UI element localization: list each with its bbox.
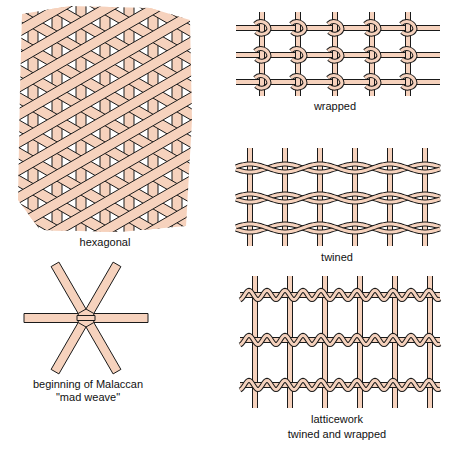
twined-strand-outline (236, 164, 440, 172)
weave-label: beginning of Malaccan "mad weave" (26, 378, 151, 404)
wrap-loop-outline (365, 49, 379, 62)
wrap-loop (365, 49, 379, 62)
weave-label: twined and wrapped (288, 428, 386, 441)
twined-strand (236, 164, 440, 172)
twined-strand-outline (236, 194, 440, 202)
lattice-wrap (240, 290, 440, 300)
twined-strand-outline (236, 164, 440, 172)
hex-strip (0, 0, 262, 172)
wrap-loop-outline (401, 22, 415, 35)
mad-knot-strip (77, 316, 95, 321)
wrap-loop-outline (255, 49, 269, 62)
hex-strip (0, 0, 226, 110)
wrap-loop (328, 76, 342, 89)
weave-label: latticework (311, 413, 363, 426)
twined-strand (236, 224, 440, 232)
wrap-loop-outline (255, 22, 269, 35)
wrapped-weave (236, 12, 440, 96)
twined-strand (236, 164, 440, 172)
weave-label: hexagonal (80, 236, 131, 249)
wrap-loop (401, 22, 415, 35)
wrap-loop-outline (401, 49, 415, 62)
lattice-wrap (240, 335, 440, 345)
wrap-loop-outline (291, 22, 305, 35)
twined-strand (236, 194, 440, 202)
hex-strip (220, 0, 230, 340)
wrap-loop-outline (291, 76, 305, 89)
wrap-loop-outline (291, 49, 305, 62)
wrap-loop-outline (365, 22, 379, 35)
wrap-loop-outline (401, 76, 415, 89)
twined-strand-outline (236, 224, 440, 232)
wrap-loop (328, 49, 342, 62)
wrap-loop (401, 76, 415, 89)
wrap-loop (328, 22, 342, 35)
twined-strand-outline (236, 224, 440, 232)
hex-strip (0, 0, 238, 130)
lattice-wrap-outline (240, 380, 440, 390)
lattice-wrap-outline (240, 290, 440, 300)
hex-strip (196, 0, 206, 340)
twined-strand (236, 224, 440, 232)
wrap-loop (255, 22, 269, 35)
wrap-loop (291, 22, 305, 35)
wrap-loop-outline (328, 49, 342, 62)
twined-strand (236, 194, 440, 202)
wrap-loop (291, 76, 305, 89)
wrap-loop (255, 49, 269, 62)
lattice-wrap (240, 380, 440, 390)
wrap-loop (365, 76, 379, 89)
wrap-loop (401, 49, 415, 62)
mad-weave (24, 262, 148, 374)
wrap-loop-outline (328, 76, 342, 89)
hex-strip (0, 89, 250, 318)
wrap-loop-outline (255, 76, 269, 89)
hex-strip (4, 0, 14, 340)
twined-strand-outline (236, 194, 440, 202)
mad-strip (51, 262, 121, 374)
wrap-loop (365, 22, 379, 35)
twined-weave (236, 148, 440, 246)
wrap-loop (291, 49, 305, 62)
weave-label: wrapped (314, 100, 356, 113)
lattice-wrap-outline (240, 335, 440, 345)
mad-strip (51, 262, 121, 374)
wrap-loop-outline (365, 76, 379, 89)
weave-label: twined (321, 251, 353, 264)
hex-strip (0, 0, 274, 193)
latticework-weave (240, 276, 440, 408)
wrap-loop-outline (328, 22, 342, 35)
wrap-loop (255, 76, 269, 89)
hex-strip (0, 0, 214, 89)
